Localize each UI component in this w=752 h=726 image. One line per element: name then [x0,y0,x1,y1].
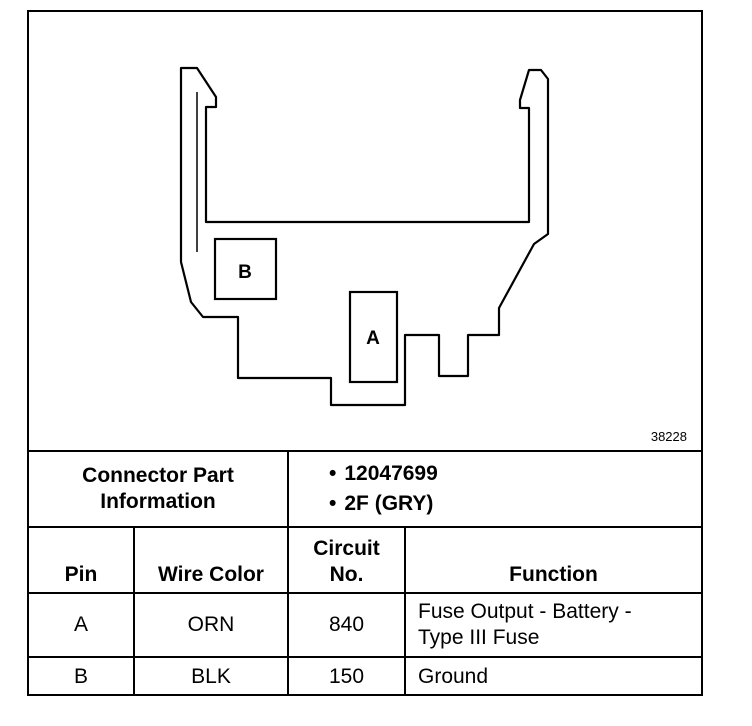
header-circuit-no: Circuit No. [287,526,406,594]
header-wire-color: Wire Color [133,526,289,594]
connector-part-info-row: Connector Part Information • 12047699 • 2F… [29,452,702,528]
connector-part-info-line1: Connector Part [82,464,234,487]
bullet-icon: • [329,462,337,485]
connector-part-numbers: • 12047699 • 2F (GRY) [286,452,702,528]
part-number-item: • 12047699 [329,461,701,487]
connector-info-table: Connector Part Information • 12047699 • 2F… [29,452,702,696]
header-function: Function [403,526,702,594]
wire-color-cell: BLK [133,656,289,696]
pin-b-cavity [213,237,278,301]
header-circuit-line2: No. [329,563,364,586]
header-circuit-line1: Circuit [313,537,380,560]
pin-a-label: A [366,328,380,349]
function-line1: Ground [418,665,489,688]
circuit-cell: 840 [287,592,406,658]
pin-b-label: B [238,262,252,283]
bullet-icon: • [329,492,337,515]
header-pin: Pin [29,526,135,594]
pin-cell: A [29,592,135,658]
pin-a-cavity [348,290,399,384]
part-number-item: • 2F (GRY) [329,491,701,517]
table-row: B BLK 150 Ground [29,656,702,696]
connector-part-info-line2: Information [100,490,216,513]
figure-number: 38228 [650,429,687,444]
function-cell: Ground [403,656,702,696]
function-line1: Fuse Output - Battery - [418,600,632,623]
function-line2: Type III Fuse [418,626,540,649]
function-cell: Fuse Output - Battery - Type III Fuse [403,592,702,658]
wire-color-cell: ORN [133,592,289,658]
connector-drawing-area: B A 38228 [29,12,701,452]
table-row: A ORN 840 Fuse Output - Battery - Type I… [29,592,702,658]
part-number-value: 12047699 [344,462,438,485]
connector-outline-drawing: B A [179,66,550,407]
connector-body-outline [179,66,550,407]
part-number-value: 2F (GRY) [344,492,434,515]
connector-diagram-frame: B A 38228 Connector Part Information • 12… [27,10,703,696]
pin-cell: B [29,656,135,696]
column-header-row: Pin Wire Color Circuit No. Function [29,526,702,594]
circuit-cell: 150 [287,656,406,696]
connector-part-info-label: Connector Part Information [29,452,289,528]
